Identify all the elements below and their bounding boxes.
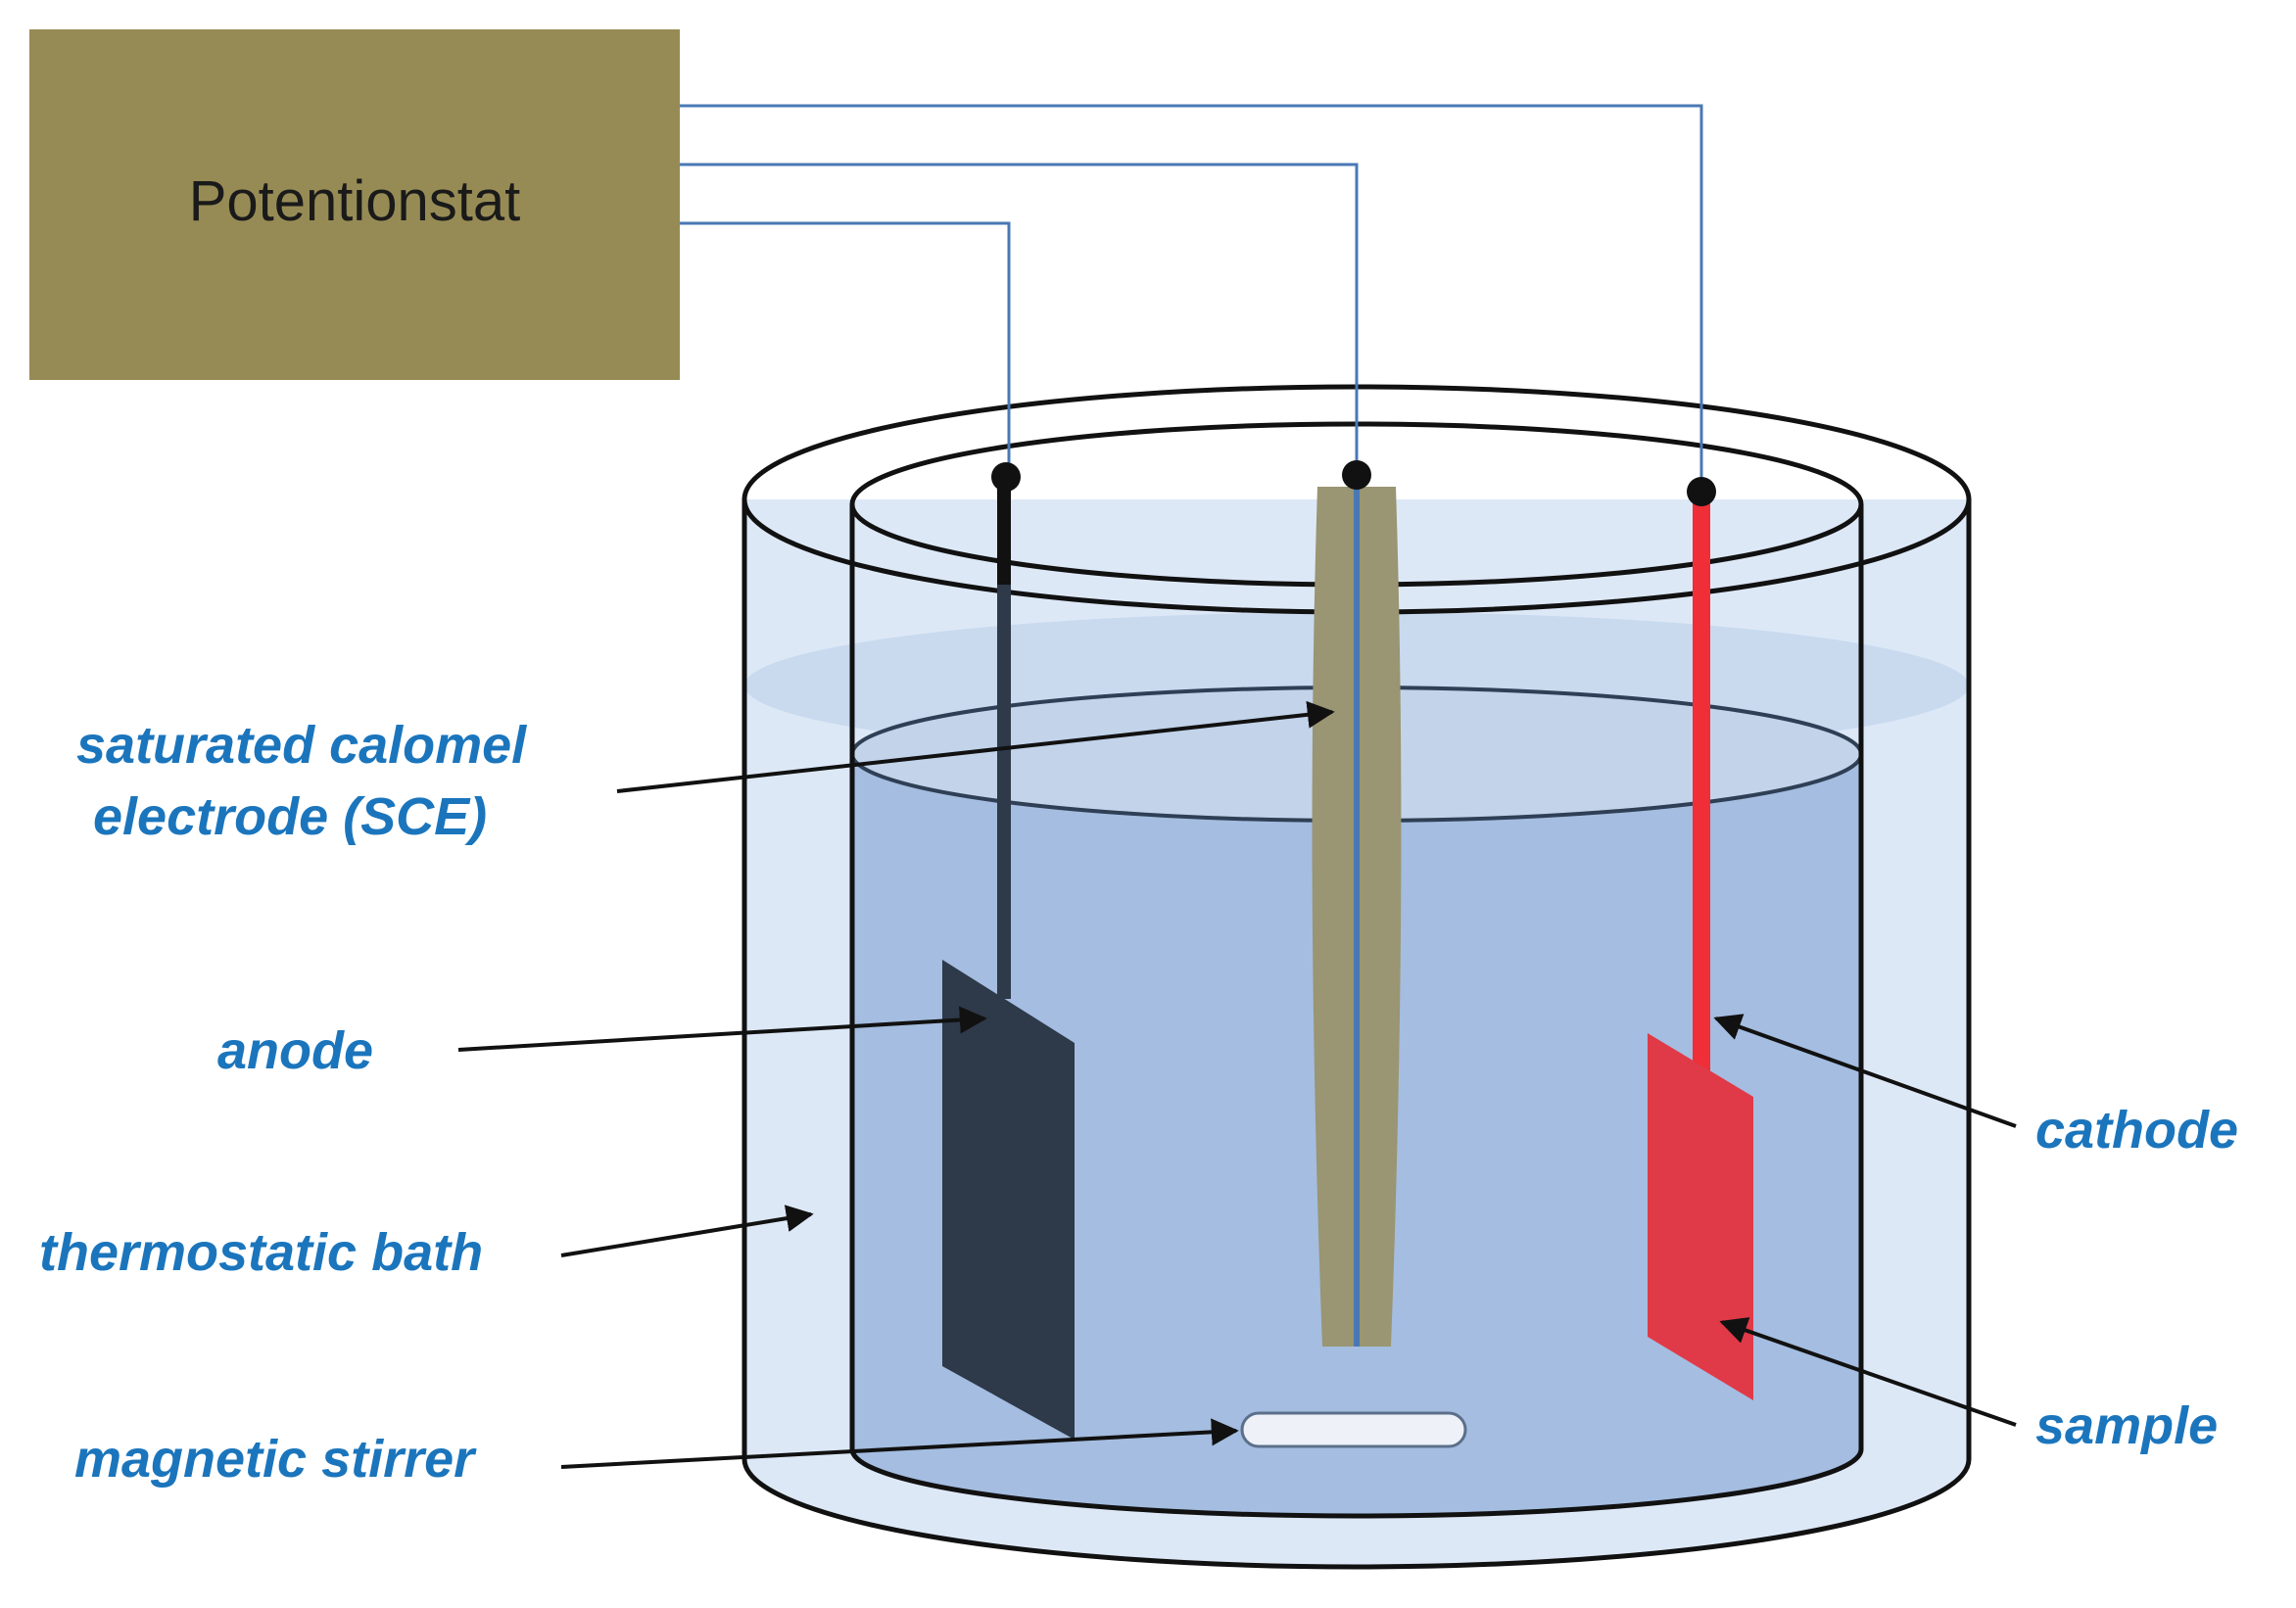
- cathode-connector: [1687, 477, 1716, 506]
- leader-anode: [457, 1006, 987, 1052]
- wire-cathode: [680, 104, 1703, 492]
- label-anode: anode: [217, 1021, 374, 1080]
- potentiostat-box: [29, 29, 680, 380]
- label-cathode: cathode: [2035, 1101, 2239, 1159]
- anode-rod-top: [997, 477, 1011, 585]
- wire-anode: [680, 221, 1011, 477]
- cathode-rod: [1693, 490, 1710, 1077]
- label-magnetic-stirrer: magnetic stirrer: [74, 1430, 475, 1489]
- leader-bath: [560, 1205, 814, 1257]
- potentiostat: Potentionstat: [29, 29, 680, 380]
- wire-sce: [680, 163, 1359, 475]
- leader-sample: [1719, 1317, 2017, 1427]
- bath-bottom: [741, 1458, 1972, 1570]
- anode-connector: [991, 462, 1021, 492]
- sce-connector: [1342, 460, 1371, 490]
- sample-plate: [1648, 1033, 1753, 1400]
- potentiostat-label: Potentionstat: [188, 168, 521, 233]
- label-thermostatic-bath: thermostatic bath: [39, 1223, 484, 1282]
- leader-stirrer: [560, 1418, 1239, 1469]
- label-sce-line1: saturated calomel: [76, 716, 527, 775]
- anode-rod: [997, 477, 1011, 999]
- anode-plate: [942, 960, 1075, 1440]
- label-sample: sample: [2035, 1396, 2219, 1455]
- cell-bottom: [849, 1448, 1864, 1519]
- stir-bar: [1240, 1411, 1467, 1448]
- label-sce-line2: electrode (SCE): [93, 787, 488, 846]
- leader-cathode: [1713, 1014, 2017, 1128]
- leader-sce: [616, 700, 1335, 793]
